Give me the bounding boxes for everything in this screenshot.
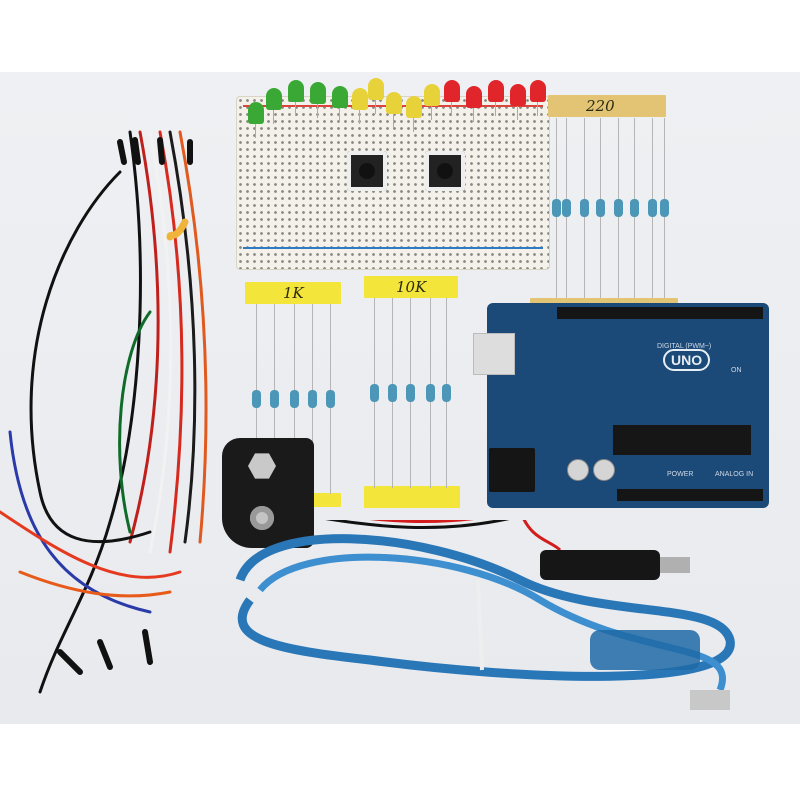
resistor-label-1k: 1K — [283, 284, 304, 302]
uno-logo: UNO — [663, 349, 711, 371]
analog-power-header — [617, 489, 763, 501]
resistor — [442, 298, 451, 488]
jumper-wires-bundle — [0, 130, 208, 694]
push-button — [425, 151, 465, 191]
digital-label: DIGITAL (PWM~) — [657, 343, 712, 350]
resistor — [290, 304, 299, 494]
dc-power-jack — [489, 448, 535, 492]
arduino-uno-board: DIGITAL (PWM~) UNO ON POWER ANALOG IN — [473, 303, 769, 508]
led-green — [266, 88, 282, 124]
atmega-chip — [613, 425, 751, 455]
capacitor — [567, 459, 589, 481]
power-label: POWER — [667, 471, 694, 478]
analog-label: ANALOG IN — [715, 471, 754, 478]
led-yellow — [424, 84, 440, 120]
breadboard-rail-blue — [243, 247, 543, 249]
on-label: ON — [731, 367, 742, 374]
led-green — [332, 86, 348, 122]
resistor — [614, 118, 623, 298]
resistor — [630, 118, 639, 298]
usb-b-port — [473, 333, 515, 375]
led-green — [248, 102, 264, 138]
usb-cable — [235, 520, 735, 710]
led-yellow — [406, 96, 422, 132]
resistor — [308, 304, 317, 494]
resistor — [252, 304, 261, 494]
led-yellow — [386, 92, 402, 128]
resistor — [326, 304, 335, 494]
led-green — [310, 82, 326, 118]
resistor — [370, 298, 379, 488]
led-red — [530, 80, 546, 116]
resistor-label-10k: 10K — [396, 278, 427, 296]
resistor — [660, 118, 669, 298]
resistor — [270, 304, 279, 494]
resistor-tape-1k: 1K — [245, 282, 341, 304]
led-red — [444, 80, 460, 116]
dc-barrel-plug — [540, 550, 660, 580]
resistor — [388, 298, 397, 488]
led-red — [510, 84, 526, 120]
digital-header — [557, 307, 763, 319]
led-green — [288, 80, 304, 116]
led-yellow — [368, 78, 384, 114]
resistor — [552, 118, 561, 298]
resistor — [562, 118, 571, 298]
led-red — [466, 86, 482, 122]
hex-terminal — [248, 453, 276, 479]
resistor-tape-10k-bottom — [364, 486, 460, 508]
resistor-tape-10k: 10K — [364, 276, 458, 298]
push-button — [347, 151, 387, 191]
resistor — [596, 118, 605, 298]
resistor-tape-1k-bottom — [305, 493, 341, 507]
resistor — [406, 298, 415, 488]
resistor — [648, 118, 657, 298]
resistor — [426, 298, 435, 488]
resistor — [580, 118, 589, 298]
resistor-tape-220: 220 — [548, 95, 666, 117]
resistor-label-220: 220 — [586, 97, 615, 115]
round-terminal — [250, 506, 274, 530]
battery-clip — [222, 438, 314, 548]
led-red — [488, 80, 504, 116]
led-yellow — [352, 88, 368, 124]
capacitor — [593, 459, 615, 481]
